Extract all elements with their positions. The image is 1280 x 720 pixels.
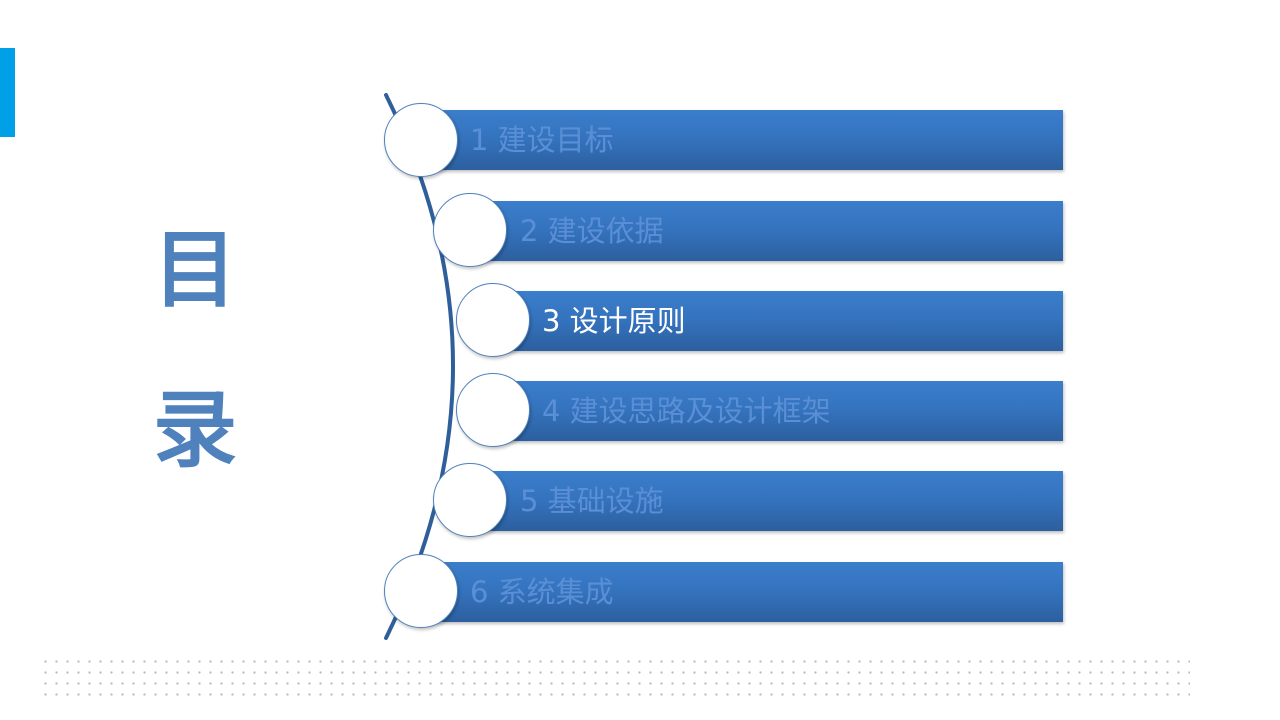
- toc-bullet-circle-icon: [384, 554, 458, 628]
- toc-item-label: 5 基础设施: [520, 484, 664, 518]
- toc-item-5[interactable]: 5 基础设施: [470, 471, 1063, 531]
- toc-item-2[interactable]: 2 建设依据: [470, 201, 1063, 261]
- accent-bar: [0, 48, 15, 137]
- toc-item-1[interactable]: 1 建设目标: [420, 110, 1063, 170]
- toc-item-label: 6 系统集成: [470, 575, 614, 609]
- toc-bullet-circle-icon: [456, 283, 530, 357]
- title-char-mu: 目: [152, 221, 237, 319]
- toc-bullet-circle-icon: [456, 373, 530, 447]
- toc-item-6[interactable]: 6 系统集成: [420, 562, 1063, 622]
- toc-item-label: 2 建设依据: [520, 214, 664, 248]
- toc-item-3[interactable]: 3 设计原则: [492, 291, 1063, 351]
- toc-item-4[interactable]: 4 建设思路及设计框架: [492, 381, 1063, 441]
- title-char-lu: 录: [152, 381, 237, 479]
- toc-item-label: 3 设计原则: [542, 304, 686, 338]
- toc-bullet-circle-icon: [384, 103, 458, 177]
- toc-bullet-circle-icon: [433, 463, 507, 537]
- toc-item-label: 1 建设目标: [470, 123, 614, 157]
- toc-bullet-circle-icon: [433, 193, 507, 267]
- toc-item-label: 4 建设思路及设计框架: [542, 394, 831, 428]
- decorative-dot-grid: [40, 656, 1190, 696]
